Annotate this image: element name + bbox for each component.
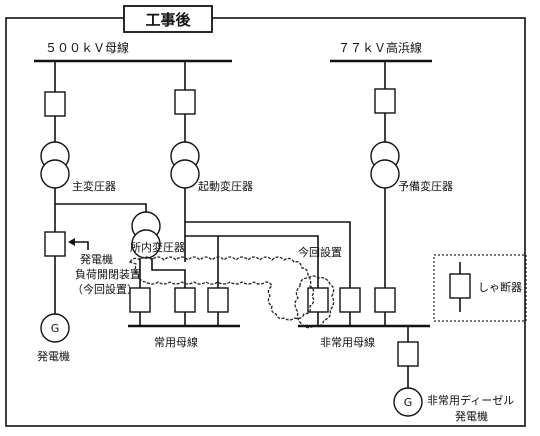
main-transformer-coil-2 [40,159,70,189]
startup-transformer-label: 起動変圧器 [198,179,253,193]
main-transformer-label: 主変圧器 [72,179,116,193]
startup-feed-normal [185,235,219,288]
new-install-label: 今回設置 [298,245,342,259]
breaker-startup [174,89,196,115]
breaker-label-line2: 負荷開閉装置 [75,268,141,281]
diagram-frame [5,17,526,427]
startup-feed-new [218,235,319,288]
breaker-arrow [68,238,89,250]
legend-label: しゃ断器 [478,280,522,294]
normal-bus-label: 常用母線 [154,335,198,349]
generator-load-switch [44,231,66,257]
legend-breaker-symbol [449,273,471,299]
breaker-normal-2 [174,287,196,313]
breaker-normal-3 [207,287,229,313]
diesel-label-line2: 発電機 [455,409,488,423]
station-transformer-label: 所内変圧器 [130,240,185,254]
breaker-label-line3: （今回設置） [72,282,138,296]
breaker-main [44,91,66,117]
generator-label: 発電機 [37,349,70,363]
breaker-standby [374,88,396,114]
breaker-normal-1 [129,287,151,313]
standby-transformer-branch [370,61,400,288]
startup-transformer-coil-2 [170,159,200,189]
station-transformer-coil-2 [131,229,161,259]
station-transformer [131,211,161,259]
new-installation-outline [128,256,335,329]
legend: しゃ断器 [433,254,527,322]
breaker-diesel [397,341,419,367]
breaker-label-line1: 発電機 [80,252,113,266]
breaker-emergency-2 [339,287,361,313]
breaker-emergency-3 [374,287,396,313]
diagram-title: 工事後 [145,11,191,29]
station-out-right [151,258,186,288]
standby-transformer-label: 予備変圧器 [398,179,453,193]
startup-transformer-branch [170,61,200,262]
bus-77kv-label: ７７ｋＶ高浜線 [338,40,422,55]
generator-symbol [40,313,70,343]
legend-frame [433,254,527,322]
diesel-generator-symbol [393,387,423,417]
breaker-emergency-new [307,287,329,313]
generator-g: G [51,322,60,335]
title-box [123,5,213,33]
emergency-bus-label: 非常用母線 [320,335,375,349]
diesel-label-line1: 非常用ディーゼル [427,393,514,407]
diesel-g: G [404,396,413,409]
diesel-generator-branch [393,326,423,417]
startup-feed-emergency [185,221,351,288]
standby-transformer-coil-2 [370,159,400,189]
bus-500kv-label: ５００ｋＶ母線 [45,40,129,55]
station-transformer-feed [55,203,147,212]
main-transformer-branch [40,61,70,343]
